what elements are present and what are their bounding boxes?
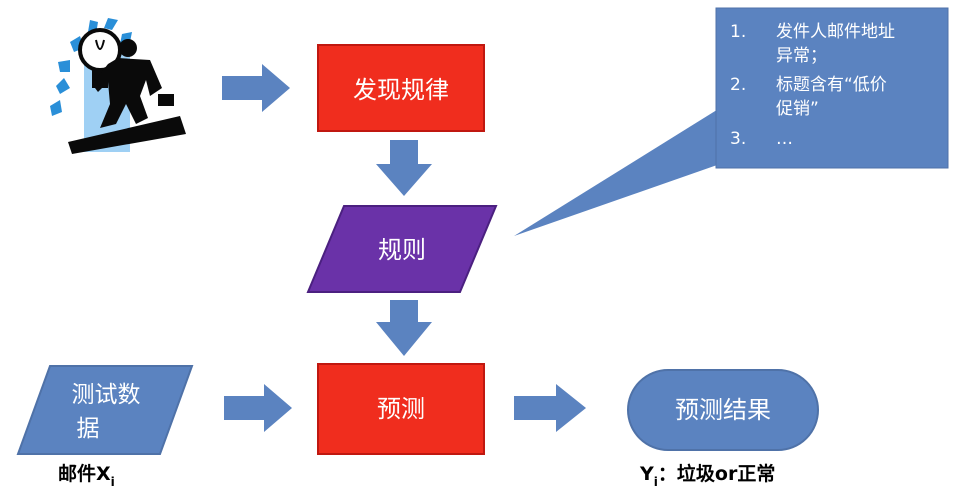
input-caption-prefix: 邮件X [58, 462, 111, 485]
predict-box: 预测 [317, 363, 485, 455]
rules-label: 规则 [378, 236, 426, 264]
callout-item-1-line2: 异常； [776, 46, 827, 66]
output-caption-suffix: ：垃圾or正常 [658, 462, 775, 485]
prediction-result-label: 预测结果 [675, 396, 771, 424]
callout-item-2-line1: 标题含有“低价 [776, 75, 887, 95]
rule-callout: 1. 发件人邮件地址 异常； 2. 标题含有“低价 促销” 3. … [715, 7, 949, 169]
callout-item-3-number: 3. [730, 129, 746, 149]
test-data-label-line2: 据 [77, 416, 100, 442]
arrow-predict-to-result [514, 384, 586, 432]
output-caption-prefix: Y [639, 463, 654, 485]
arrow-discover-to-rules [376, 140, 432, 196]
callout-item-3-line1: … [776, 129, 793, 149]
callout-item-2-number: 2. [730, 75, 746, 95]
input-caption-subscript: i [111, 475, 115, 489]
arrow-to-discover [222, 64, 290, 112]
output-caption: Yi：垃圾or正常 [639, 462, 775, 489]
test-data-label-line1: 测试数 [72, 382, 141, 408]
callout-item-1-number: 1. [730, 22, 746, 42]
input-caption: 邮件Xi [58, 462, 115, 489]
prediction-result-box: 预测结果 [627, 369, 819, 451]
test-data-box: 测试数 据 [16, 365, 194, 455]
callout-item-2-line2: 促销” [776, 99, 819, 119]
businessman-lightbulb-icon [50, 18, 186, 154]
callout-item-1-line1: 发件人邮件地址 [776, 22, 895, 42]
output-caption-subscript: i [654, 475, 658, 489]
discover-rules-box: 发现规律 [317, 44, 485, 132]
callout-pointer [514, 108, 720, 236]
arrow-rules-to-predict [376, 300, 432, 356]
predict-label: 预测 [377, 395, 425, 423]
rules-box: 规则 [306, 205, 498, 293]
arrow-testdata-to-predict [224, 384, 292, 432]
discover-rules-label: 发现规律 [353, 76, 449, 104]
